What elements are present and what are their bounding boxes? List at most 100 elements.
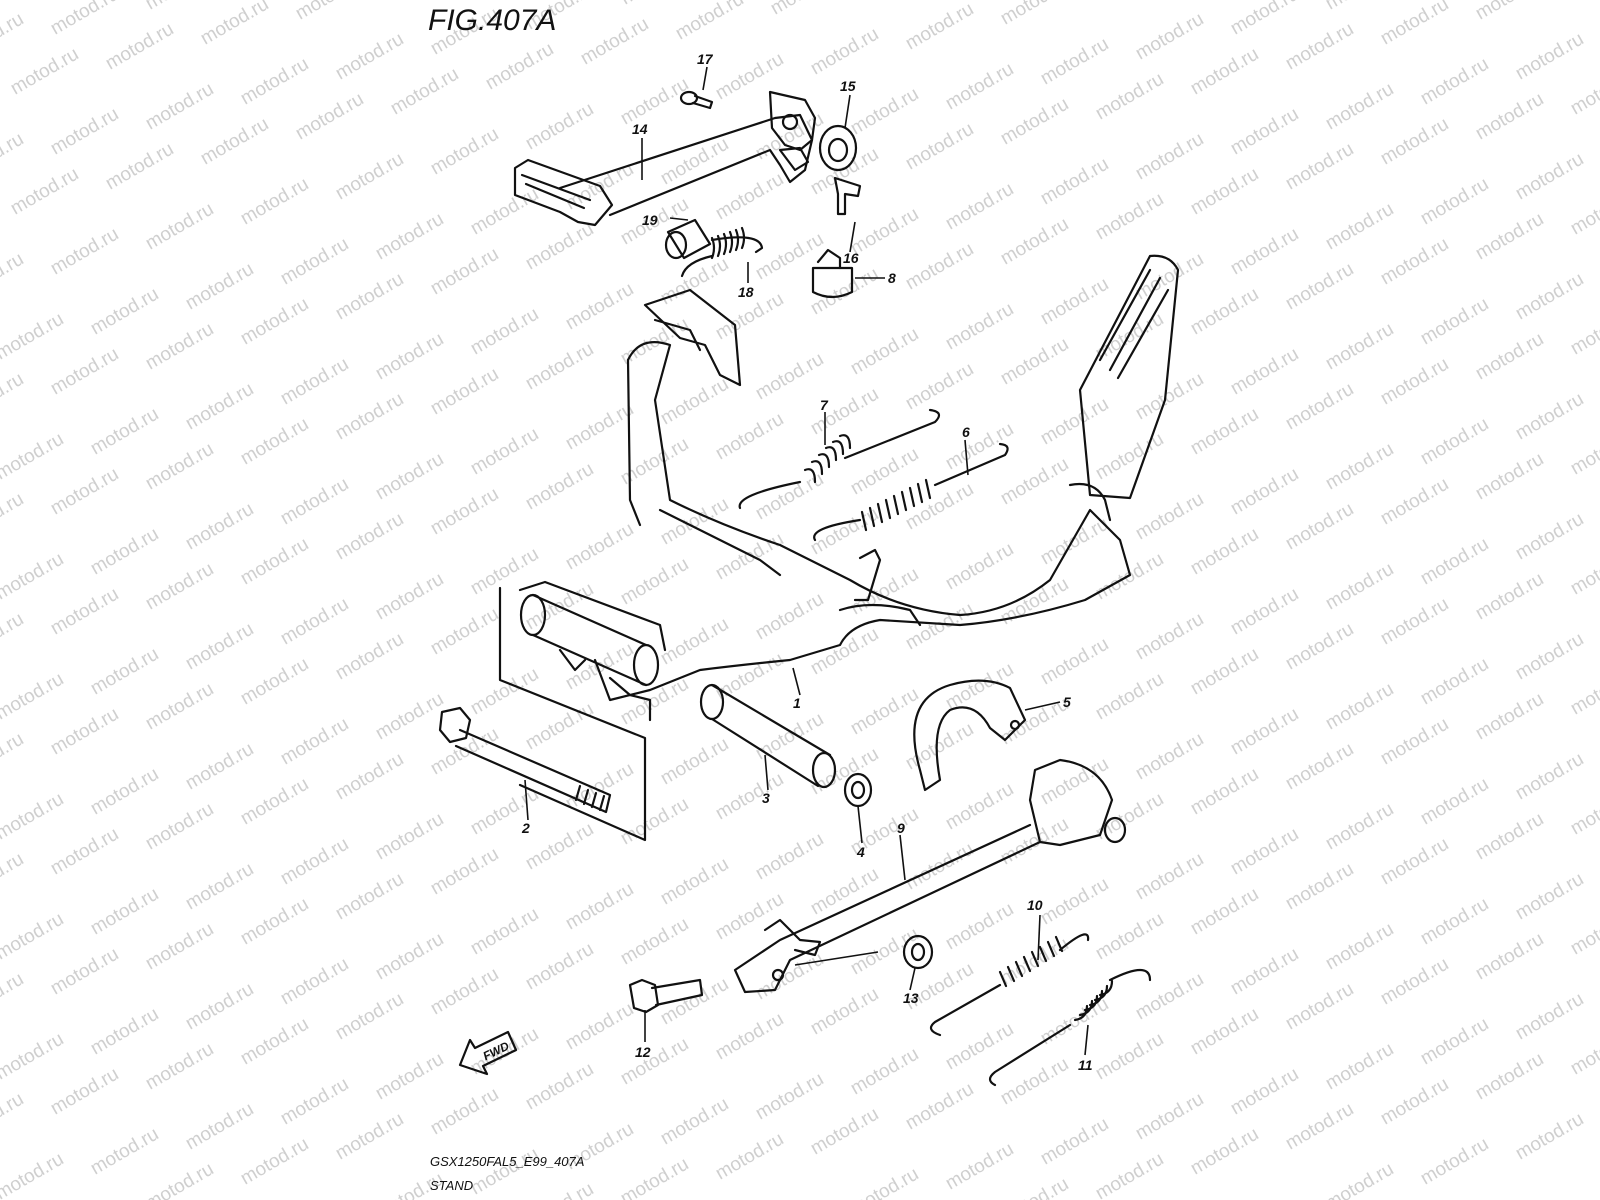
watermark-text: motod.ru [1282,739,1357,795]
watermark-text: motod.ru [1187,764,1262,820]
watermark-text: motod.ru [0,849,27,905]
watermark-text: motod.ru [372,929,447,985]
watermark-text: motod.ru [142,1039,217,1095]
part-4-bush [843,772,873,808]
watermark-text: motod.ru [712,169,787,225]
watermark-text: motod.ru [427,124,502,180]
watermark-text: motod.ru [847,1164,922,1200]
watermark-text: motod.ru [712,529,787,585]
part-11-spring [988,968,1152,1087]
watermark-text: motod.ru [0,9,27,65]
callout-13: 13 [903,990,919,1006]
watermark-text: motod.ru [47,944,122,1000]
watermark-text: motod.ru [942,1139,1017,1195]
watermark-text: motod.ru [562,279,637,335]
watermark-text: motod.ru [277,354,352,410]
watermark-text: motod.ru [237,1014,312,1070]
watermark-text: motod.ru [847,1044,922,1100]
callout-11: 11 [1078,1057,1093,1073]
watermark-text: motod.ru [942,299,1017,355]
watermark-text: motod.ru [1092,189,1167,245]
watermark-text: motod.ru [1037,34,1112,90]
watermark-text: motod.ru [332,989,407,1045]
watermark-text: motod.ru [522,939,597,995]
watermark-text: motod.ru [0,909,67,965]
watermark-text: motod.ru [1472,89,1547,145]
watermark-text: motod.ru [1132,129,1207,185]
watermark-text: motod.ru [182,1099,257,1155]
watermark-text: motod.ru [1512,29,1587,85]
watermark-text: motod.ru [1322,679,1397,735]
watermark-text: motod.ru [1567,304,1600,360]
watermark-text: motod.ru [617,554,692,610]
watermark-text: motod.ru [1417,1134,1492,1190]
callout-7: 7 [820,397,829,413]
part-10-spring [929,933,1090,1037]
watermark-text: motod.ru [1227,824,1302,880]
watermark-text: motod.ru [522,819,597,875]
watermark-text: motod.ru [617,674,692,730]
watermark-text: motod.ru [807,384,882,440]
watermark-text: motod.ru [372,209,447,265]
watermark-text: motod.ru [712,409,787,465]
watermark-text: motod.ru [1092,1149,1167,1200]
watermark-text: motod.ru [1377,354,1452,410]
watermark-text: motod.ru [1417,414,1492,470]
watermark-text: motod.ru [1472,329,1547,385]
watermark-text: motod.ru [467,544,542,600]
watermark-text: motod.ru [142,559,217,615]
watermark-text: motod.ru [1417,294,1492,350]
watermark-text: motod.ru [427,1084,502,1140]
watermark-text: motod.ru [87,524,162,580]
watermark-text: motod.ru [1187,284,1262,340]
watermark-text: motod.ru [657,614,732,670]
model-code: GSX1250FAL5_E99_407A [430,1154,584,1169]
watermark-text: motod.ru [562,519,637,575]
watermark-text: motod.ru [997,94,1072,150]
callout-5: 5 [1063,694,1071,710]
callout-19: 19 [642,212,658,228]
watermark-text: motod.ru [902,0,977,54]
watermark-text: motod.ru [87,884,162,940]
watermark-text: motod.ru [617,1034,692,1090]
watermark-text: motod.ru [1567,64,1600,120]
watermark-text: motod.ru [1187,884,1262,940]
watermark-text: motod.ru [1417,654,1492,710]
part-13-bush [902,934,934,970]
part-2-bolt [438,706,612,814]
watermark-text: motod.ru [657,854,732,910]
watermark-text: motod.ru [942,779,1017,835]
watermark-text: motod.ru [47,344,122,400]
watermark-text: motod.ru [292,0,367,24]
watermark-text: motod.ru [142,799,217,855]
callout-2: 2 [521,820,530,836]
watermark-text: motod.ru [1282,979,1357,1035]
watermark-text: motod.ru [1512,869,1587,925]
watermark-text: motod.ru [672,0,747,44]
watermark-text: motod.ru [197,114,272,170]
watermark-text: motod.ru [562,759,637,815]
part-9-side-stand [733,758,1127,994]
watermark-text: motod.ru [182,259,257,315]
watermark-text: motod.ru [997,1054,1072,1110]
watermark-text: motod.ru [102,139,177,195]
watermark-text: motod.ru [467,1144,542,1200]
watermark-text: motod.ru [1322,319,1397,375]
watermark-text: motod.ru [237,774,312,830]
watermark-text: motod.ru [47,824,122,880]
watermark-text: motod.ru [1282,1099,1357,1155]
part-12-bolt [628,978,704,1014]
watermark-text: motod.ru [332,269,407,325]
watermark-text: motod.ru [522,699,597,755]
watermark-text: motod.ru [182,379,257,435]
watermark-text: motod.ru [427,484,502,540]
watermark-text: motod.ru [562,399,637,455]
part-18-spring [680,226,764,278]
watermark-text: motod.ru [332,149,407,205]
watermark-text: motod.ru [1227,224,1302,280]
watermark-text: motod.ru [87,764,162,820]
watermark-text: motod.ru [1037,1114,1112,1170]
watermark-text: motod.ru [372,809,447,865]
watermark-text: motod.ru [1472,809,1547,865]
callout-3: 3 [762,790,770,806]
